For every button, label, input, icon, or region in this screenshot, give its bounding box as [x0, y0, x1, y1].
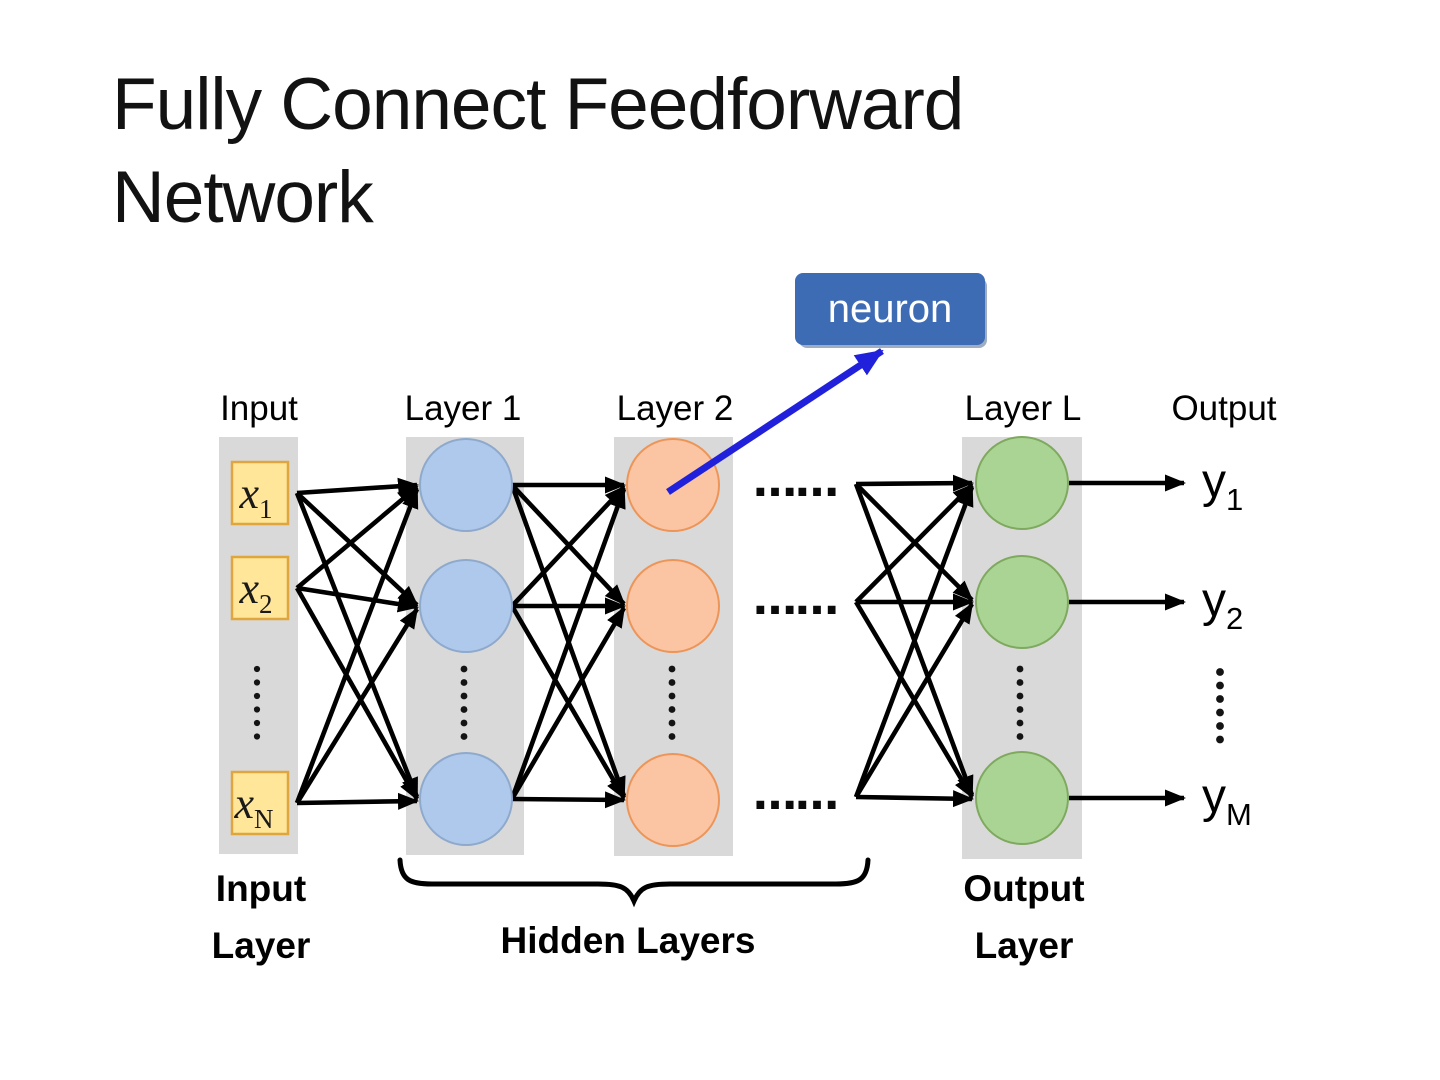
slide-title: Fully Connect Feedforward Network: [112, 64, 964, 239]
layerL-neurons: [975, 436, 1069, 845]
footer-hidden-layers: Hidden Layers: [501, 920, 756, 961]
layer1-neuron-3: [419, 752, 513, 846]
output-y1-base: y: [1202, 455, 1226, 508]
vertical-ellipsis-output: [1216, 668, 1224, 744]
layerL-neuron-3: [975, 751, 1069, 845]
header-layerL: Layer L: [965, 389, 1082, 428]
output-arrows: [1069, 474, 1186, 807]
input-node-x1: x1: [230, 460, 290, 526]
connections-to-layerL: [853, 474, 975, 808]
layerL-neuron-2: [975, 555, 1069, 649]
input-node-x2: x2: [230, 555, 290, 621]
layer1-neurons: [419, 438, 513, 846]
ellipsis-row-2: ……: [753, 574, 837, 625]
neuron-callout-box: neuron: [795, 273, 987, 348]
ellipsis-row-3: ……: [753, 769, 837, 820]
connections-input-to-layer1: [294, 477, 420, 810]
svg-text:x1: x1: [238, 469, 272, 524]
output-yM-sub: M: [1226, 797, 1252, 832]
output-label-y2: y2: [1202, 574, 1243, 636]
neuron-callout-arrow: [666, 348, 884, 495]
neuron-label: neuron: [828, 287, 953, 331]
ellipsis-row-1: ……: [753, 456, 837, 507]
input-xN-sub: N: [254, 804, 274, 834]
input-x1-base: x: [238, 469, 259, 518]
header-input: Input: [220, 389, 298, 428]
layer1-neuron-1: [419, 438, 513, 532]
layerL-neuron-1: [975, 436, 1069, 530]
input-x1-sub: 1: [259, 494, 273, 524]
footer-output-layer-line2: Layer: [975, 925, 1074, 966]
output-y2-base: y: [1202, 574, 1226, 627]
hidden-layers-brace: [397, 857, 871, 908]
input-x2-sub: 2: [259, 589, 273, 619]
vertical-ellipsis-layerL: [1016, 665, 1024, 740]
vertical-ellipsis-input: [253, 665, 261, 740]
layer1-neuron-2: [419, 559, 513, 653]
layer2-neuron-3: [626, 753, 720, 847]
input-x2-base: x: [238, 564, 259, 613]
output-yM-base: y: [1202, 770, 1226, 823]
svg-text:xN: xN: [233, 779, 273, 834]
header-layer1: Layer 1: [405, 389, 522, 428]
output-label-yM: yM: [1202, 770, 1252, 832]
vertical-ellipsis-layer2: [668, 665, 676, 740]
output-y2-sub: 2: [1226, 601, 1243, 636]
neuron-box: [795, 273, 985, 345]
layer2-neuron-2: [626, 559, 720, 653]
input-node-xN: xN: [230, 770, 290, 836]
footer-output-layer-line1: Output: [963, 868, 1084, 909]
footer-input-layer-line2: Layer: [212, 925, 311, 966]
footer-input-layer-line1: Input: [216, 868, 306, 909]
header-output: Output: [1171, 389, 1276, 428]
output-y1-sub: 1: [1226, 482, 1243, 517]
connections-layer1-to-layer2: [509, 476, 627, 809]
input-xN-base: x: [233, 779, 254, 828]
header-layer2: Layer 2: [617, 389, 734, 428]
svg-text:x2: x2: [238, 564, 272, 619]
output-label-y1: y1: [1202, 455, 1243, 517]
vertical-ellipsis-layer1: [460, 665, 468, 740]
